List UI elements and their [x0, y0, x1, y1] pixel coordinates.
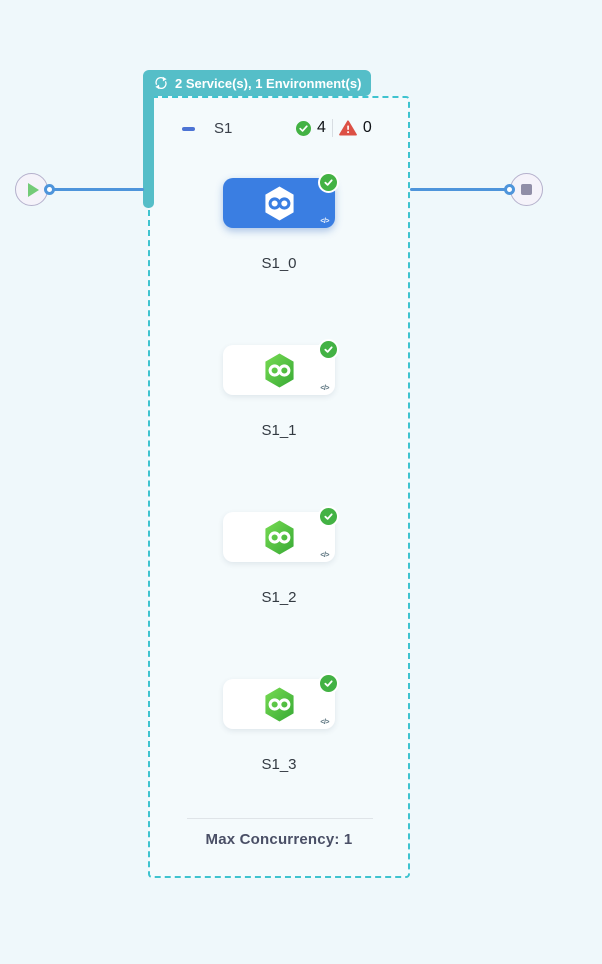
edge-group-to-end: [410, 188, 507, 191]
error-count: 0: [362, 119, 372, 136]
service-node-s1-0[interactable]: </>: [223, 172, 339, 228]
node-success-badge: [318, 673, 339, 694]
node-label: S1_0: [261, 255, 297, 272]
sync-icon: [153, 75, 169, 91]
code-icon: </>: [320, 552, 329, 559]
service-node-s1-1[interactable]: </>: [223, 339, 339, 395]
edge-start-to-group: [48, 188, 144, 191]
stage-status: 4 0: [296, 119, 372, 137]
error-warning-icon: [339, 120, 357, 136]
success-count: 4: [317, 119, 326, 136]
service-hexagon-icon: [263, 185, 296, 222]
edge-port-end: [504, 184, 515, 195]
node-label: S1_3: [261, 756, 297, 773]
service-node-s1-3[interactable]: </>: [223, 673, 339, 729]
collapse-stage-button[interactable]: [182, 127, 195, 131]
node-label: S1_1: [261, 422, 297, 439]
success-check-icon: [296, 120, 311, 136]
services-environments-label: 2 Service(s), 1 Environment(s): [175, 75, 362, 91]
node-success-badge: [318, 339, 339, 360]
service-hexagon-icon: [263, 519, 296, 556]
play-icon: [28, 182, 39, 197]
node-label: S1_2: [261, 589, 297, 606]
stage-name: S1: [214, 120, 233, 137]
service-hexagon-icon: [263, 352, 296, 389]
max-concurrency-label: Max Concurrency: 1: [205, 831, 353, 848]
status-divider: [331, 119, 333, 137]
services-environments-badge[interactable]: 2 Service(s), 1 Environment(s): [143, 70, 372, 96]
node-success-badge: [318, 172, 339, 193]
service-node-s1-2[interactable]: </>: [223, 506, 339, 562]
code-icon: </>: [320, 218, 329, 225]
code-icon: </>: [320, 385, 329, 392]
stop-icon: [521, 184, 532, 195]
edge-port-start: [44, 184, 55, 195]
node-success-badge: [318, 506, 339, 527]
footer-divider: [187, 818, 373, 819]
service-hexagon-icon: [263, 686, 296, 723]
pipeline-start-node[interactable]: [15, 173, 48, 206]
code-icon: </>: [320, 719, 329, 726]
stage-group-accent-strip: [143, 70, 154, 208]
